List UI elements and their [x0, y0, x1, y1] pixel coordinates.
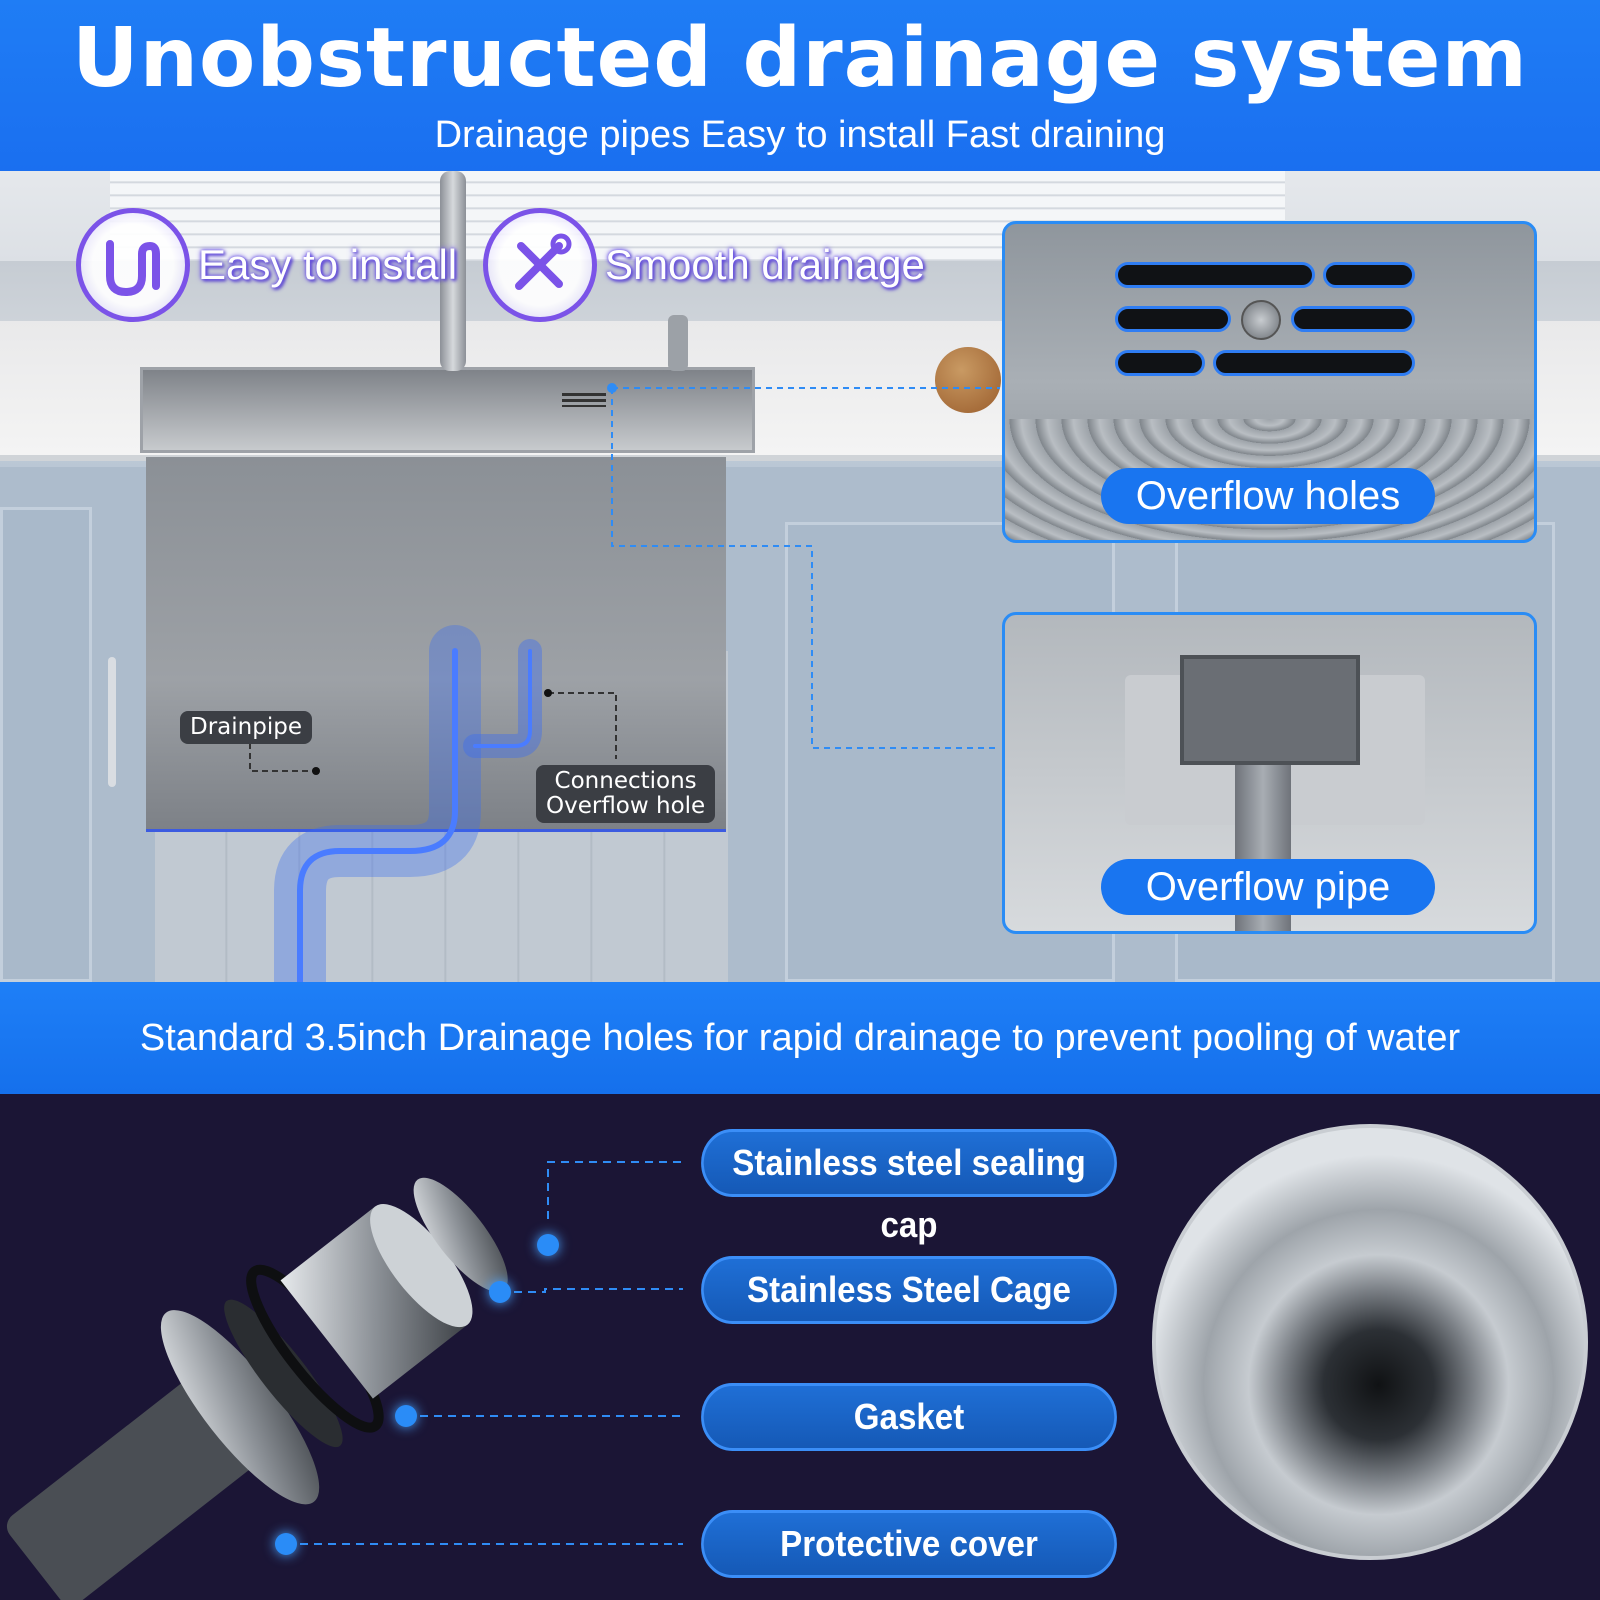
feature-label: Smooth drainage [605, 241, 925, 288]
kitchen-scene: Easy to install Smooth drainage Drainpip… [0, 171, 1600, 982]
overflow-holes-panel: Overflow holes [1002, 221, 1537, 543]
part-label-sealing-cap: Stainless steel sealing cap [701, 1129, 1117, 1245]
overflow-slot [1291, 306, 1415, 332]
overflow-pipe-panel: Overflow pipe [1002, 612, 1537, 934]
cabinet-door-left [0, 507, 92, 982]
spec-banner: Standard 3.5inch Drainage holes for rapi… [0, 982, 1600, 1094]
overflow-pipe-label: Overflow pipe [1101, 859, 1435, 915]
part-label-gasket: Gasket [701, 1383, 1117, 1451]
feature-label: Easy to install [198, 241, 458, 288]
drain-pipe-diagram [249, 383, 1000, 982]
protective-cover-marker [275, 1533, 297, 1555]
overflow-fitting [1180, 655, 1360, 765]
drain-closeup-photo [1152, 1124, 1588, 1560]
connections-line-1: Connections [554, 768, 697, 794]
sink-rim [140, 367, 755, 453]
gasket-marker [395, 1405, 417, 1427]
connections-line-2: Overflow hole [546, 793, 706, 819]
feature-easy-install: Easy to install [76, 208, 457, 322]
part-label-cage: Stainless Steel Cage [701, 1256, 1117, 1324]
sink-overflow-slots [562, 393, 606, 407]
overflow-slot [1115, 350, 1205, 376]
cage-marker [489, 1281, 511, 1303]
soap-dispenser [668, 315, 688, 371]
cabinet-handle [108, 657, 116, 787]
part-label-protective-cover: Protective cover [701, 1510, 1117, 1578]
faucet [440, 171, 466, 371]
overflow-slot [1115, 306, 1231, 332]
drain-assembly-illustration [6, 1177, 508, 1600]
connections-tag: Connections Overflow hole [536, 765, 716, 823]
drainpipe-tag: Drainpipe [180, 711, 312, 744]
pomegranate [935, 347, 1001, 413]
component-leader-lines [286, 1161, 683, 1545]
u-pipe-icon [76, 208, 190, 322]
overflow-holes-label: Overflow holes [1101, 468, 1435, 524]
page-title: Unobstructed drainage system [72, 11, 1528, 106]
feature-smooth-drainage: Smooth drainage [483, 208, 925, 322]
overflow-slot [1213, 350, 1415, 376]
page-subtitle: Drainage pipes Easy to install Fast drai… [434, 114, 1166, 156]
overflow-slot [1115, 262, 1315, 288]
screw [1241, 300, 1281, 340]
header-banner: Unobstructed drainage system Drainage pi… [0, 0, 1600, 171]
sealing-cap-marker [537, 1234, 559, 1256]
tools-icon [483, 208, 597, 322]
overflow-slot [1323, 262, 1415, 288]
